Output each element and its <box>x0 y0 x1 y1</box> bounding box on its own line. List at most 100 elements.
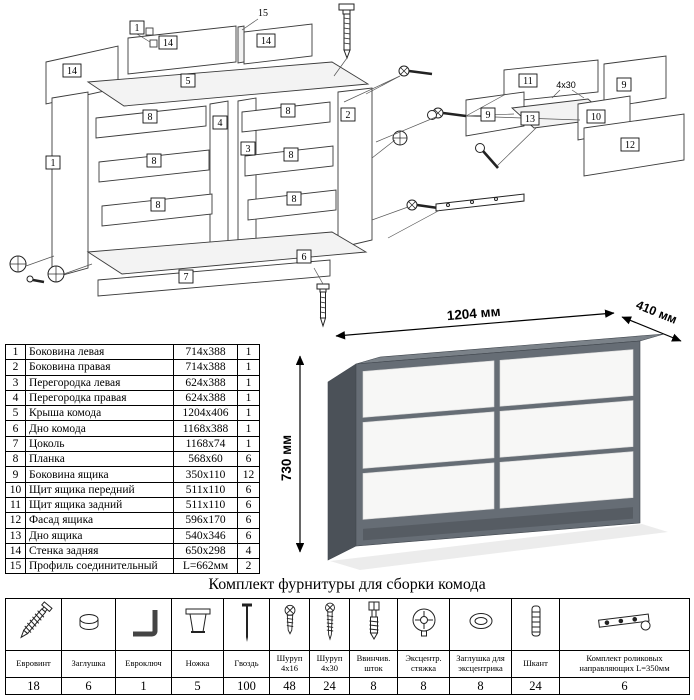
part-label-8: 8 <box>280 103 296 118</box>
part-label-7: 7 <box>178 269 194 284</box>
part-number: 5 <box>5 405 26 422</box>
hardware-name: Заглушка <box>61 650 116 678</box>
screw-icon <box>427 110 437 120</box>
part-number: 2 <box>5 359 26 376</box>
hardware-name: Евровинт <box>5 650 62 678</box>
hardware-qty: 24 <box>511 677 560 695</box>
part-number: 15 <box>5 558 26 575</box>
part-number: 12 <box>5 512 26 529</box>
svg-text:4: 4 <box>218 118 223 129</box>
connecting-profile <box>237 25 245 64</box>
width-dimension-label: 1204 мм <box>446 304 501 323</box>
hardware-kit-title: Комплект фурнитуры для сборки комода <box>208 576 486 593</box>
svg-text:5: 5 <box>186 76 191 87</box>
hardware-qty: 8 <box>397 677 450 695</box>
top-panel <box>86 61 370 107</box>
exploded-assembly-diagram: 15 1 14 14 14 5 1 2 4 3 8 8 8 8 8 8 6 7 … <box>9 3 685 328</box>
part-size: 1168x74 <box>173 435 238 453</box>
cam-stud-icon <box>368 601 379 640</box>
part-name: Стенка задняя <box>25 542 174 560</box>
svg-text:12: 12 <box>625 140 635 151</box>
nail-icon <box>241 603 252 642</box>
part-size: 1204x406 <box>173 405 238 422</box>
part-label-13: 13 <box>520 111 540 126</box>
part-qty: 2 <box>237 558 260 575</box>
part-name: Планка <box>25 451 174 468</box>
part-number: 14 <box>5 542 26 560</box>
part-label-8: 8 <box>286 191 302 206</box>
part-size: 568x60 <box>173 451 238 468</box>
part-qty: 6 <box>237 512 260 529</box>
svg-text:9: 9 <box>622 80 627 91</box>
part-label-14: 14 <box>256 33 276 48</box>
part-qty: 1 <box>237 420 260 437</box>
part-size: 624x388 <box>173 374 238 391</box>
hardware-qty: 100 <box>223 677 270 695</box>
part-name: Цоколь <box>25 435 174 453</box>
part-name: Крыша комода <box>25 405 174 422</box>
drawer-front <box>499 451 634 509</box>
screw-icon <box>26 275 45 284</box>
floor-shadow <box>330 524 668 570</box>
part-number: 1 <box>5 343 26 361</box>
part-number-labels: 15 1 14 14 14 5 1 2 4 3 8 8 8 8 8 8 6 7 … <box>45 8 640 284</box>
screw-icon <box>432 107 467 119</box>
height-dimension-label: 730 мм <box>279 435 294 481</box>
part-size: L=662мм <box>173 558 238 575</box>
part-name: Перегородка правая <box>25 389 174 407</box>
hardware-name: Заглушка для эксцентрика <box>449 650 512 678</box>
svg-text:11: 11 <box>523 76 533 87</box>
hardware-qty: 6 <box>559 677 690 695</box>
svg-text:1: 1 <box>51 158 56 169</box>
svg-text:14: 14 <box>163 38 173 49</box>
svg-text:8: 8 <box>289 150 294 161</box>
part-size: 350x110 <box>173 466 238 483</box>
part-label-9: 9 <box>616 77 632 92</box>
svg-text:6: 6 <box>302 252 307 263</box>
hardware-name: Гвоздь <box>223 650 270 678</box>
part-name: Профиль соединительный <box>25 558 174 575</box>
part-qty: 6 <box>237 481 260 498</box>
part-label-1: 1 <box>45 155 61 170</box>
part-size: 596x170 <box>173 512 238 529</box>
part-name: Боковина правая <box>25 359 174 376</box>
svg-text:14: 14 <box>261 36 271 47</box>
part-number: 4 <box>5 389 26 407</box>
svg-text:7: 7 <box>184 272 189 283</box>
hardware-qty-row: 18 6 1 5 100 48 24 8 8 8 24 6 <box>5 677 690 695</box>
part-qty: 6 <box>237 527 260 544</box>
right-side-panel <box>337 87 373 249</box>
screw-size-annotation: 4x30 <box>556 80 576 90</box>
hardware-qty: 1 <box>115 677 172 695</box>
hardware-qty: 24 <box>309 677 350 695</box>
part-name: Щит ящика задний <box>25 496 174 514</box>
part-size: 540x346 <box>173 527 238 544</box>
part-qty: 12 <box>237 466 260 483</box>
drawer-front <box>499 400 634 458</box>
screw-icon <box>475 143 499 169</box>
part-label-11: 11 <box>518 73 538 88</box>
svg-text:10: 10 <box>591 112 601 123</box>
part-label-8: 8 <box>146 153 162 168</box>
part-name: Дно ящика <box>25 527 174 544</box>
hardware-qty: 6 <box>61 677 116 695</box>
foot-icon <box>185 608 210 633</box>
drawer-front <box>499 349 634 407</box>
part-qty: 1 <box>237 435 260 453</box>
part-name: Боковина левая <box>25 343 174 361</box>
hardware-qty: 8 <box>349 677 398 695</box>
cam-lock-icon <box>392 130 408 146</box>
hardware-name: Ножка <box>171 650 224 678</box>
part-label-3: 3 <box>240 141 256 156</box>
depth-dimension-arrow <box>621 316 682 342</box>
